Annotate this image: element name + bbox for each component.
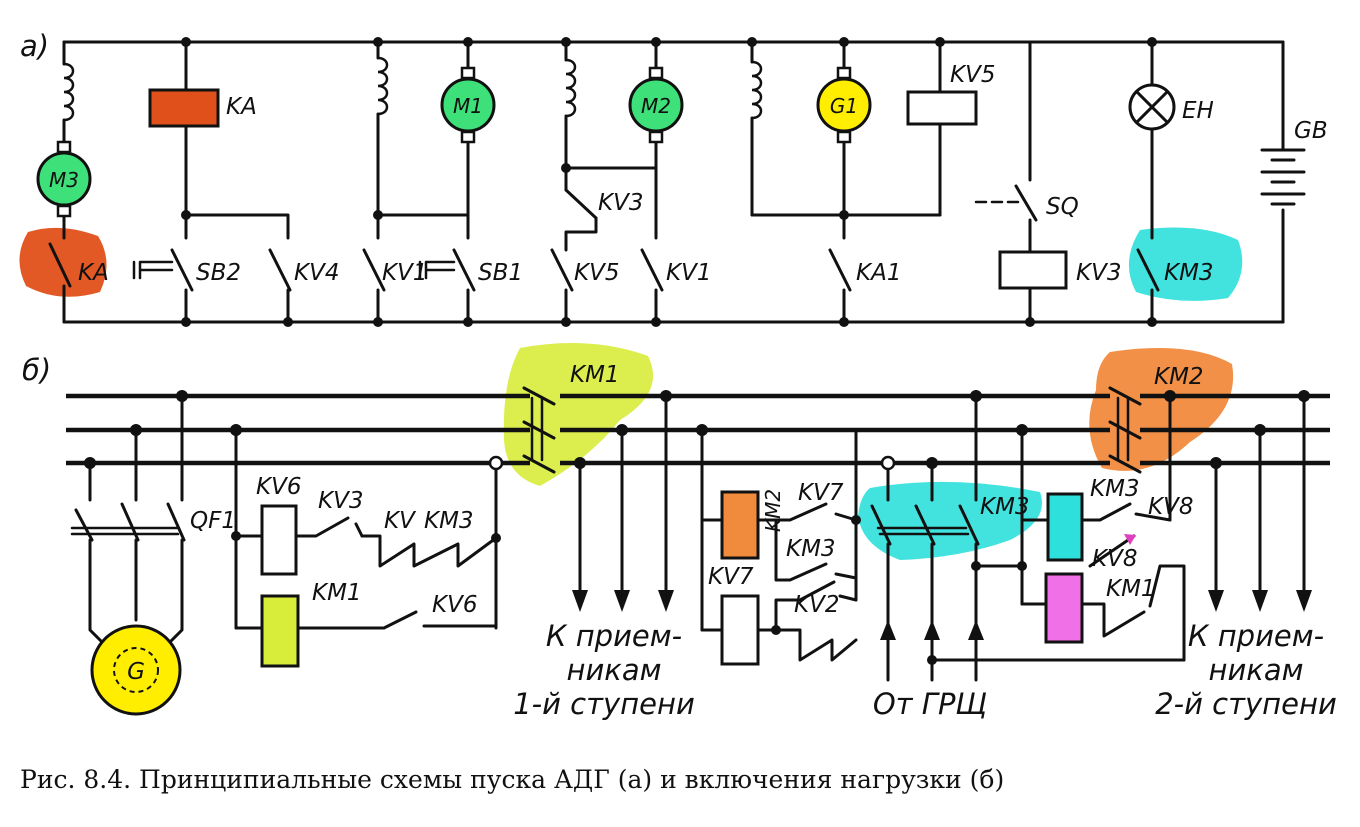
diagram-a-labels: KA KA SB2 KV4 KV1 SB1 KV3 KV5 KV1 KA1 KV…	[78, 62, 1328, 286]
coil-km2	[720, 490, 760, 560]
svg-text:KM2: KM2	[1154, 364, 1204, 390]
svg-text:M1: M1	[453, 94, 483, 118]
svg-text:никам: никам	[1209, 653, 1304, 687]
svg-text:KV3: KV3	[1076, 260, 1121, 286]
figure-caption: Рис. 8.4. Принципиальные схемы пуска АДГ…	[20, 765, 1004, 794]
part-label-a: а)	[20, 29, 49, 63]
svg-text:KM1: KM1	[312, 580, 362, 606]
svg-text:KA: KA	[226, 94, 257, 120]
svg-text:M2: M2	[641, 94, 671, 118]
svg-text:KV: KV	[384, 508, 417, 534]
svg-text:KM3: KM3	[1164, 260, 1214, 286]
svg-text:M3: M3	[49, 168, 79, 192]
diagram-b-labels: QF1 KV6 KV3 KV KM3 KM1 KV6 KM1 KM2 KV7 K…	[190, 362, 1204, 618]
generator-g1: G1	[816, 66, 872, 144]
svg-text:KM1: KM1	[1106, 576, 1156, 602]
svg-text:EH: EH	[1182, 98, 1214, 124]
svg-text:KV7: KV7	[708, 564, 754, 590]
svg-text:KM3: KM3	[980, 494, 1030, 520]
svg-text:1-й ступени: 1-й ступени	[513, 687, 695, 721]
svg-text:KV6: KV6	[432, 592, 477, 618]
coil-km1	[260, 594, 300, 668]
coil-kv8	[1044, 572, 1084, 644]
svg-text:KM2: KM2	[761, 489, 785, 532]
receivers-1-text: К прием- никам 1-й ступени	[513, 619, 695, 721]
lamp-eh	[1128, 83, 1176, 131]
svg-text:SB1: SB1	[478, 260, 523, 286]
motor-m2: M2	[628, 66, 684, 144]
motor-m1: M1	[440, 66, 496, 144]
svg-text:никам: никам	[567, 653, 662, 687]
svg-text:KV8: KV8	[1148, 494, 1193, 520]
diagram-a-junctions	[181, 37, 1157, 327]
svg-text:KA1: KA1	[856, 260, 901, 286]
svg-text:KV8: KV8	[1092, 546, 1137, 572]
svg-text:KV3: KV3	[598, 190, 643, 216]
svg-text:KV5: KV5	[950, 62, 995, 88]
svg-text:KV3: KV3	[318, 488, 363, 514]
svg-text:К прием-: К прием-	[546, 619, 682, 653]
svg-text:SB2: SB2	[196, 260, 241, 286]
svg-text:KV1: KV1	[666, 260, 711, 286]
svg-text:KV7: KV7	[798, 480, 844, 506]
coil-km3	[1046, 492, 1084, 562]
svg-text:KV2: KV2	[794, 592, 839, 618]
svg-text:KM1: KM1	[570, 362, 620, 388]
svg-text:KA: KA	[78, 260, 109, 286]
coil-kv3	[998, 250, 1068, 290]
svg-text:QF1: QF1	[190, 508, 236, 534]
coil-kv6	[260, 504, 298, 576]
svg-text:KV4: KV4	[294, 260, 339, 286]
coil-kv7	[720, 594, 760, 666]
receivers-2-text: К прием- никам 2-й ступени	[1155, 619, 1337, 721]
svg-text:KV1: KV1	[382, 260, 427, 286]
svg-text:KV5: KV5	[574, 260, 619, 286]
svg-text:KM3: KM3	[1090, 476, 1140, 502]
diagram-b-junctions	[84, 390, 1310, 665]
svg-text:KV6: KV6	[256, 474, 301, 500]
svg-text:К прием-: К прием-	[1188, 619, 1324, 653]
svg-text:2-й ступени: 2-й ступени	[1155, 687, 1337, 721]
coil-ka	[148, 88, 220, 128]
motor-m3: M3	[36, 140, 92, 218]
source-text: От ГРЩ	[873, 687, 987, 721]
svg-text:G: G	[127, 659, 145, 685]
svg-text:G1: G1	[830, 94, 858, 118]
coil-kv5	[906, 90, 978, 126]
diagram-b-wiring	[70, 386, 1312, 682]
generator-g: G	[90, 624, 182, 716]
part-label-b: б)	[22, 353, 51, 387]
svg-text:KM3: KM3	[786, 536, 836, 562]
svg-text:KM3: KM3	[424, 508, 474, 534]
svg-text:SQ: SQ	[1046, 194, 1079, 220]
svg-text:GB: GB	[1294, 118, 1328, 144]
